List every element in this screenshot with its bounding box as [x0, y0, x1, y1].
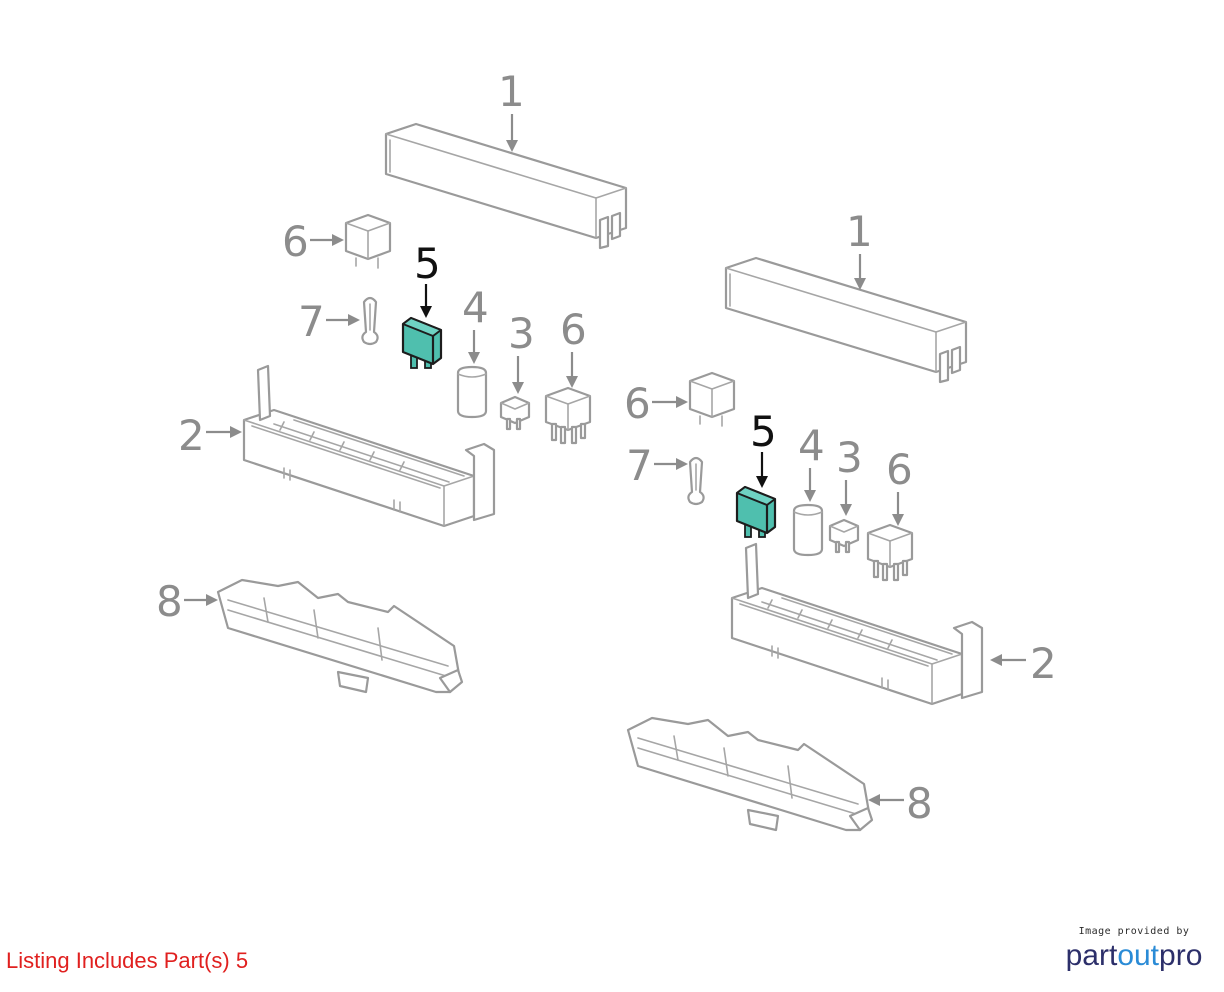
left-callout-8: 8 [156, 577, 218, 626]
left-part-2-base [242, 364, 496, 528]
left-part-8-tray [216, 578, 464, 694]
right-part-2-base [730, 542, 984, 706]
svg-text:2: 2 [178, 411, 205, 460]
right-part-6-relay-b [866, 523, 914, 582]
left-callout-5[interactable]: 5 [414, 239, 441, 318]
svg-text:6: 6 [624, 379, 651, 428]
left-callout-2: 2 [178, 411, 242, 460]
svg-text:4: 4 [798, 421, 825, 470]
left-callout-4: 4 [462, 283, 489, 364]
right-callout-7: 7 [626, 441, 688, 490]
svg-text:6: 6 [282, 217, 309, 266]
left-callout-7: 7 [298, 297, 360, 346]
right-assembly: 1 6 5 7 4 3 6 [624, 207, 1057, 832]
right-part-7-fuse-puller [687, 456, 705, 506]
svg-text:7: 7 [626, 441, 653, 490]
svg-text:4: 4 [462, 283, 489, 332]
svg-text:1: 1 [846, 207, 873, 256]
image-credit: Image provided by partoutpro [1054, 926, 1214, 973]
credit-caption: Image provided by [1078, 926, 1190, 937]
svg-text:6: 6 [560, 305, 587, 354]
svg-text:5: 5 [750, 407, 777, 456]
svg-text:2: 2 [1030, 639, 1057, 688]
right-callout-8: 8 [868, 779, 933, 828]
right-callout-4: 4 [798, 421, 825, 502]
svg-text:8: 8 [906, 779, 933, 828]
right-callout-6a: 6 [624, 379, 688, 428]
right-callout-3: 3 [836, 433, 863, 516]
right-part-6-relay-a [688, 371, 736, 419]
right-part-4-cylinder [792, 503, 824, 557]
listing-includes-note: Listing Includes Part(s) 5 [6, 948, 249, 973]
svg-text:5: 5 [414, 239, 441, 288]
left-callout-3: 3 [508, 309, 535, 394]
right-callout-6b: 6 [886, 445, 913, 526]
left-part-6-relay-b [544, 386, 592, 445]
right-callout-1: 1 [846, 207, 873, 290]
right-part-5-fuse [735, 485, 777, 539]
right-callout-5[interactable]: 5 [750, 407, 777, 488]
right-callout-2: 2 [990, 639, 1057, 688]
svg-text:3: 3 [508, 309, 535, 358]
left-part-5-fuse [401, 316, 443, 370]
svg-text:7: 7 [298, 297, 325, 346]
left-part-7-fuse-puller [361, 296, 379, 346]
svg-text:1: 1 [498, 67, 525, 116]
left-part-4-cylinder [456, 365, 488, 419]
right-part-1-cover [724, 256, 968, 384]
right-part-8-tray [626, 716, 874, 832]
left-part-6-relay-a [344, 213, 392, 261]
left-part-1-cover [384, 122, 628, 250]
svg-text:8: 8 [156, 577, 183, 626]
left-callout-6b: 6 [560, 305, 587, 388]
left-callout-6a: 6 [282, 217, 344, 266]
right-part-3-diode [828, 518, 860, 554]
left-assembly: 1 6 5 7 4 3 6 [156, 67, 628, 694]
partoutpro-logo: partoutpro [1065, 939, 1203, 972]
svg-text:6: 6 [886, 445, 913, 494]
left-callout-1: 1 [498, 67, 525, 152]
svg-text:3: 3 [836, 433, 863, 482]
left-part-3-diode [499, 395, 531, 431]
